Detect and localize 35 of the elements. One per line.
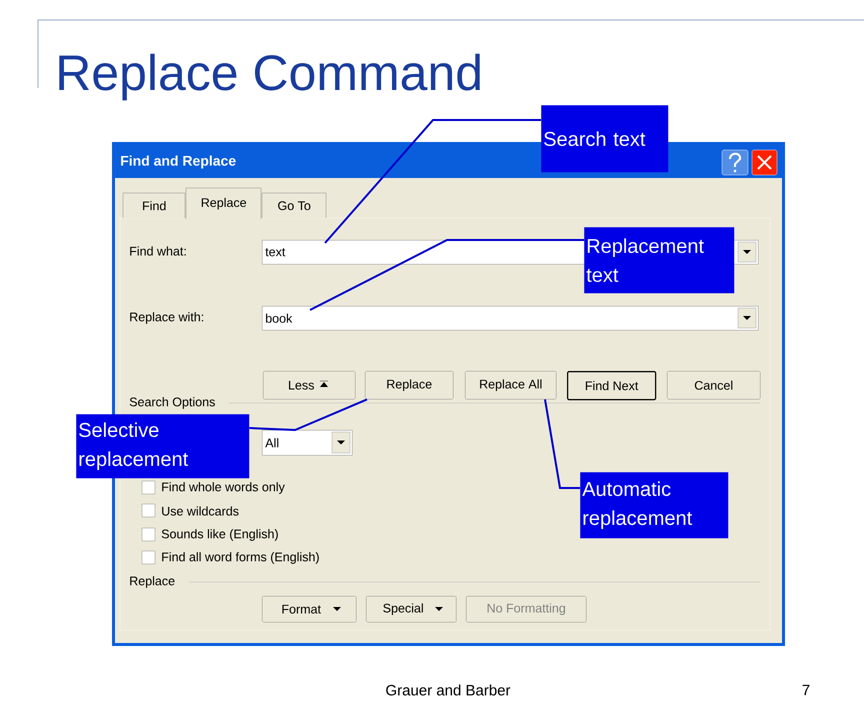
callout-box: Search text (541, 105, 668, 172)
section-label: Replace (128, 576, 176, 588)
dropdown-field: All (262, 430, 352, 456)
checkbox-label: Find whole words only (162, 482, 285, 494)
button: No Formatting (466, 596, 586, 622)
field-label: Replace with: (130, 312, 204, 324)
button: Format (262, 596, 356, 622)
tab: Find (122, 192, 186, 218)
footer-text: Grauer and Barber (386, 684, 510, 696)
slide-title: Replace Command (59, 54, 480, 100)
node-label: Replace (202, 198, 246, 210)
button: Special (366, 596, 456, 622)
checkbox-label: Use wildcards (162, 506, 239, 516)
node-label: Go To (278, 201, 310, 210)
node-label: Find (143, 201, 166, 210)
button: Replace (365, 371, 454, 400)
button: Cancel (667, 371, 760, 400)
leader-line (324, 119, 541, 244)
leader-line (310, 239, 584, 311)
button: Less (263, 371, 356, 400)
tab: Go To (262, 192, 326, 218)
page-number: 7 (802, 684, 810, 696)
callout-box: Selective replacement (76, 414, 250, 478)
checkbox-label: Sounds like (English) (162, 529, 278, 541)
leader-line (249, 398, 368, 432)
button: Find Next (567, 371, 656, 400)
leader-line (544, 399, 580, 489)
dropdown-field: book (262, 306, 758, 330)
tab: Replace (186, 188, 262, 220)
checkbox-label: Find all word forms (English) (162, 552, 319, 564)
callout-box: Automatic replacement (580, 472, 728, 538)
button: Replace All (465, 371, 556, 400)
section-label: Search Options (128, 397, 216, 409)
field-label: Find what: (130, 246, 186, 256)
callout-box: Replacement text (584, 227, 734, 294)
